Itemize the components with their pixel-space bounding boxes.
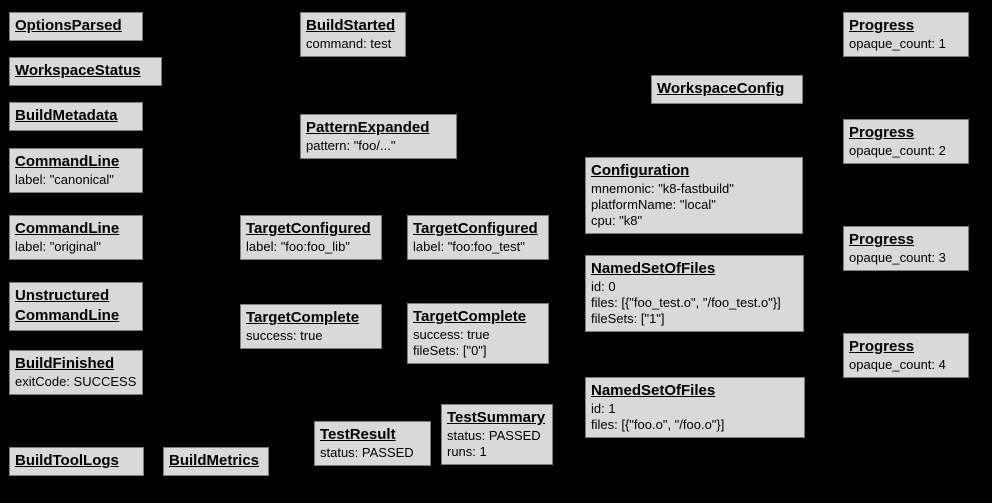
event-title: TargetConfigured [413,220,538,237]
event-field: files: [{"foo.o", "/foo.o"}] [591,417,725,432]
event-title: Configuration [591,162,690,179]
event-field: opaque_count: 1 [849,36,946,51]
event-field: exitCode: SUCCESS [15,374,137,389]
event-title: BuildToolLogs [15,452,119,469]
event-title: NamedSetOfFiles [591,382,716,399]
event-field: fileSets: ["0"] [413,343,487,358]
event-title: TestResult [320,426,396,443]
event-box-progress-1: Progress opaque_count: 1 [843,12,969,57]
event-box-progress-2: Progress opaque_count: 2 [843,119,969,164]
event-field: opaque_count: 4 [849,357,946,372]
event-field: success: true [246,328,323,343]
event-title: OptionsParsed [15,17,122,34]
event-box-build-tool-logs: BuildToolLogs [9,447,144,476]
event-box-unstructured-command-line: Unstructured CommandLine [9,282,143,331]
event-box-options-parsed: OptionsParsed [9,12,143,41]
event-box-target-complete-foo-lib: TargetComplete success: true [240,304,382,349]
event-field: id: 0 [591,279,616,294]
event-title: WorkspaceStatus [15,62,141,79]
event-title: TargetComplete [413,308,527,325]
event-title: Unstructured CommandLine [15,287,120,324]
event-title: TargetComplete [246,309,360,326]
event-box-named-set-of-files-1: NamedSetOfFiles id: 1 files: [{"foo.o", … [585,377,805,438]
event-field: opaque_count: 3 [849,250,946,265]
event-title: Progress [849,124,915,141]
event-field: pattern: "foo/..." [306,138,396,153]
event-box-build-metadata: BuildMetadata [9,102,143,131]
event-field: success: true [413,327,490,342]
event-field: status: PASSED [320,445,414,460]
event-box-configuration: Configuration mnemonic: "k8-fastbuild" p… [585,157,803,234]
event-field: command: test [306,36,392,51]
event-box-build-metrics: BuildMetrics [163,447,269,476]
event-box-workspace-config: WorkspaceConfig [651,75,803,104]
event-field: id: 1 [591,401,616,416]
event-title: WorkspaceConfig [657,80,785,97]
event-field: runs: 1 [447,444,487,459]
event-box-build-started: BuildStarted command: test [300,12,406,57]
event-box-test-summary: TestSummary status: PASSED runs: 1 [441,404,553,465]
event-box-build-finished: BuildFinished exitCode: SUCCESS [9,350,143,395]
event-title: CommandLine [15,153,120,170]
event-field: status: PASSED [447,428,541,443]
event-title: Progress [849,338,915,355]
event-title: Progress [849,231,915,248]
event-field: fileSets: ["1"] [591,311,665,326]
event-box-target-configured-foo-lib: TargetConfigured label: "foo:foo_lib" [240,215,382,260]
event-box-command-line-canonical: CommandLine label: "canonical" [9,148,143,193]
event-field: files: [{"foo_test.o", "/foo_test.o"}] [591,295,781,310]
event-field: platformName: "local" [591,197,716,212]
event-box-target-configured-foo-test: TargetConfigured label: "foo:foo_test" [407,215,549,260]
event-box-progress-3: Progress opaque_count: 3 [843,226,969,271]
event-title: TestSummary [447,409,546,426]
event-title: PatternExpanded [306,119,430,136]
event-title: BuildMetadata [15,107,118,124]
event-title: TargetConfigured [246,220,371,237]
event-box-command-line-original: CommandLine label: "original" [9,215,143,260]
event-field: label: "foo:foo_test" [413,239,525,254]
event-box-workspace-status: WorkspaceStatus [9,57,162,86]
event-field: opaque_count: 2 [849,143,946,158]
event-field: cpu: "k8" [591,213,643,228]
event-title: BuildStarted [306,17,396,34]
event-field: mnemonic: "k8-fastbuild" [591,181,734,196]
event-box-named-set-of-files-0: NamedSetOfFiles id: 0 files: [{"foo_test… [585,255,804,332]
event-title: NamedSetOfFiles [591,260,716,277]
event-field: label: "canonical" [15,172,114,187]
event-title: Progress [849,17,915,34]
event-title: CommandLine [15,220,120,237]
event-box-test-result: TestResult status: PASSED [314,421,431,466]
event-field: label: "original" [15,239,101,254]
event-box-target-complete-foo-test: TargetComplete success: true fileSets: [… [407,303,549,364]
event-box-pattern-expanded: PatternExpanded pattern: "foo/..." [300,114,457,159]
event-field: label: "foo:foo_lib" [246,239,350,254]
event-box-progress-4: Progress opaque_count: 4 [843,333,969,378]
event-title: BuildMetrics [169,452,260,469]
event-title: BuildFinished [15,355,115,372]
